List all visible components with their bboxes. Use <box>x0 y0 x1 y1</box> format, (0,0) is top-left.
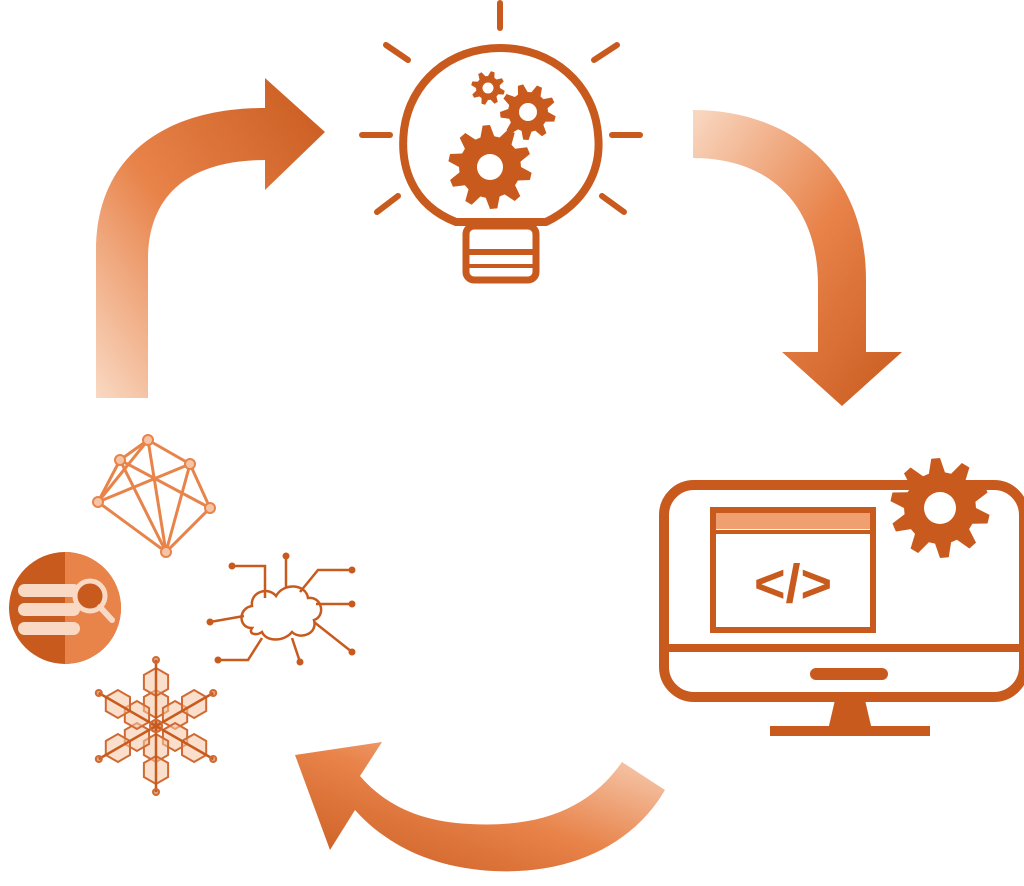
snowflake-center <box>149 719 163 733</box>
gear-icon <box>890 458 990 558</box>
curved-arrow-left-icon <box>295 742 665 872</box>
snowflake-tip <box>209 689 218 697</box>
cloud-circuit-icon <box>206 552 356 666</box>
snowflake-spoke <box>98 691 157 728</box>
snowflake-spoke <box>155 691 214 728</box>
network-mesh-icon <box>92 434 216 558</box>
snowflake-spoke <box>155 724 214 761</box>
medium-gear-icon <box>500 84 556 140</box>
monitor-code-gear-icon: </> <box>659 480 1024 736</box>
large-gear-icon <box>448 125 532 209</box>
lightbulb-gears-icon <box>359 0 643 284</box>
curved-arrow-down-icon <box>693 110 902 406</box>
gears-icon <box>448 71 556 209</box>
code-symbol: </> <box>754 554 832 614</box>
monitor-gear-icon <box>890 458 990 558</box>
hexagon-snowflake-icon <box>94 656 218 796</box>
snowflake-tip <box>152 656 160 664</box>
snowflake-tip <box>209 755 218 763</box>
database-search-icon <box>9 552 121 664</box>
snowflake-tip <box>152 788 160 796</box>
snowflake-tip <box>94 689 103 697</box>
snowflake-tip <box>94 755 103 763</box>
curved-arrow-up-right-icon <box>96 78 325 398</box>
small-gear-icon <box>471 71 505 105</box>
snowflake-spoke <box>98 724 157 761</box>
